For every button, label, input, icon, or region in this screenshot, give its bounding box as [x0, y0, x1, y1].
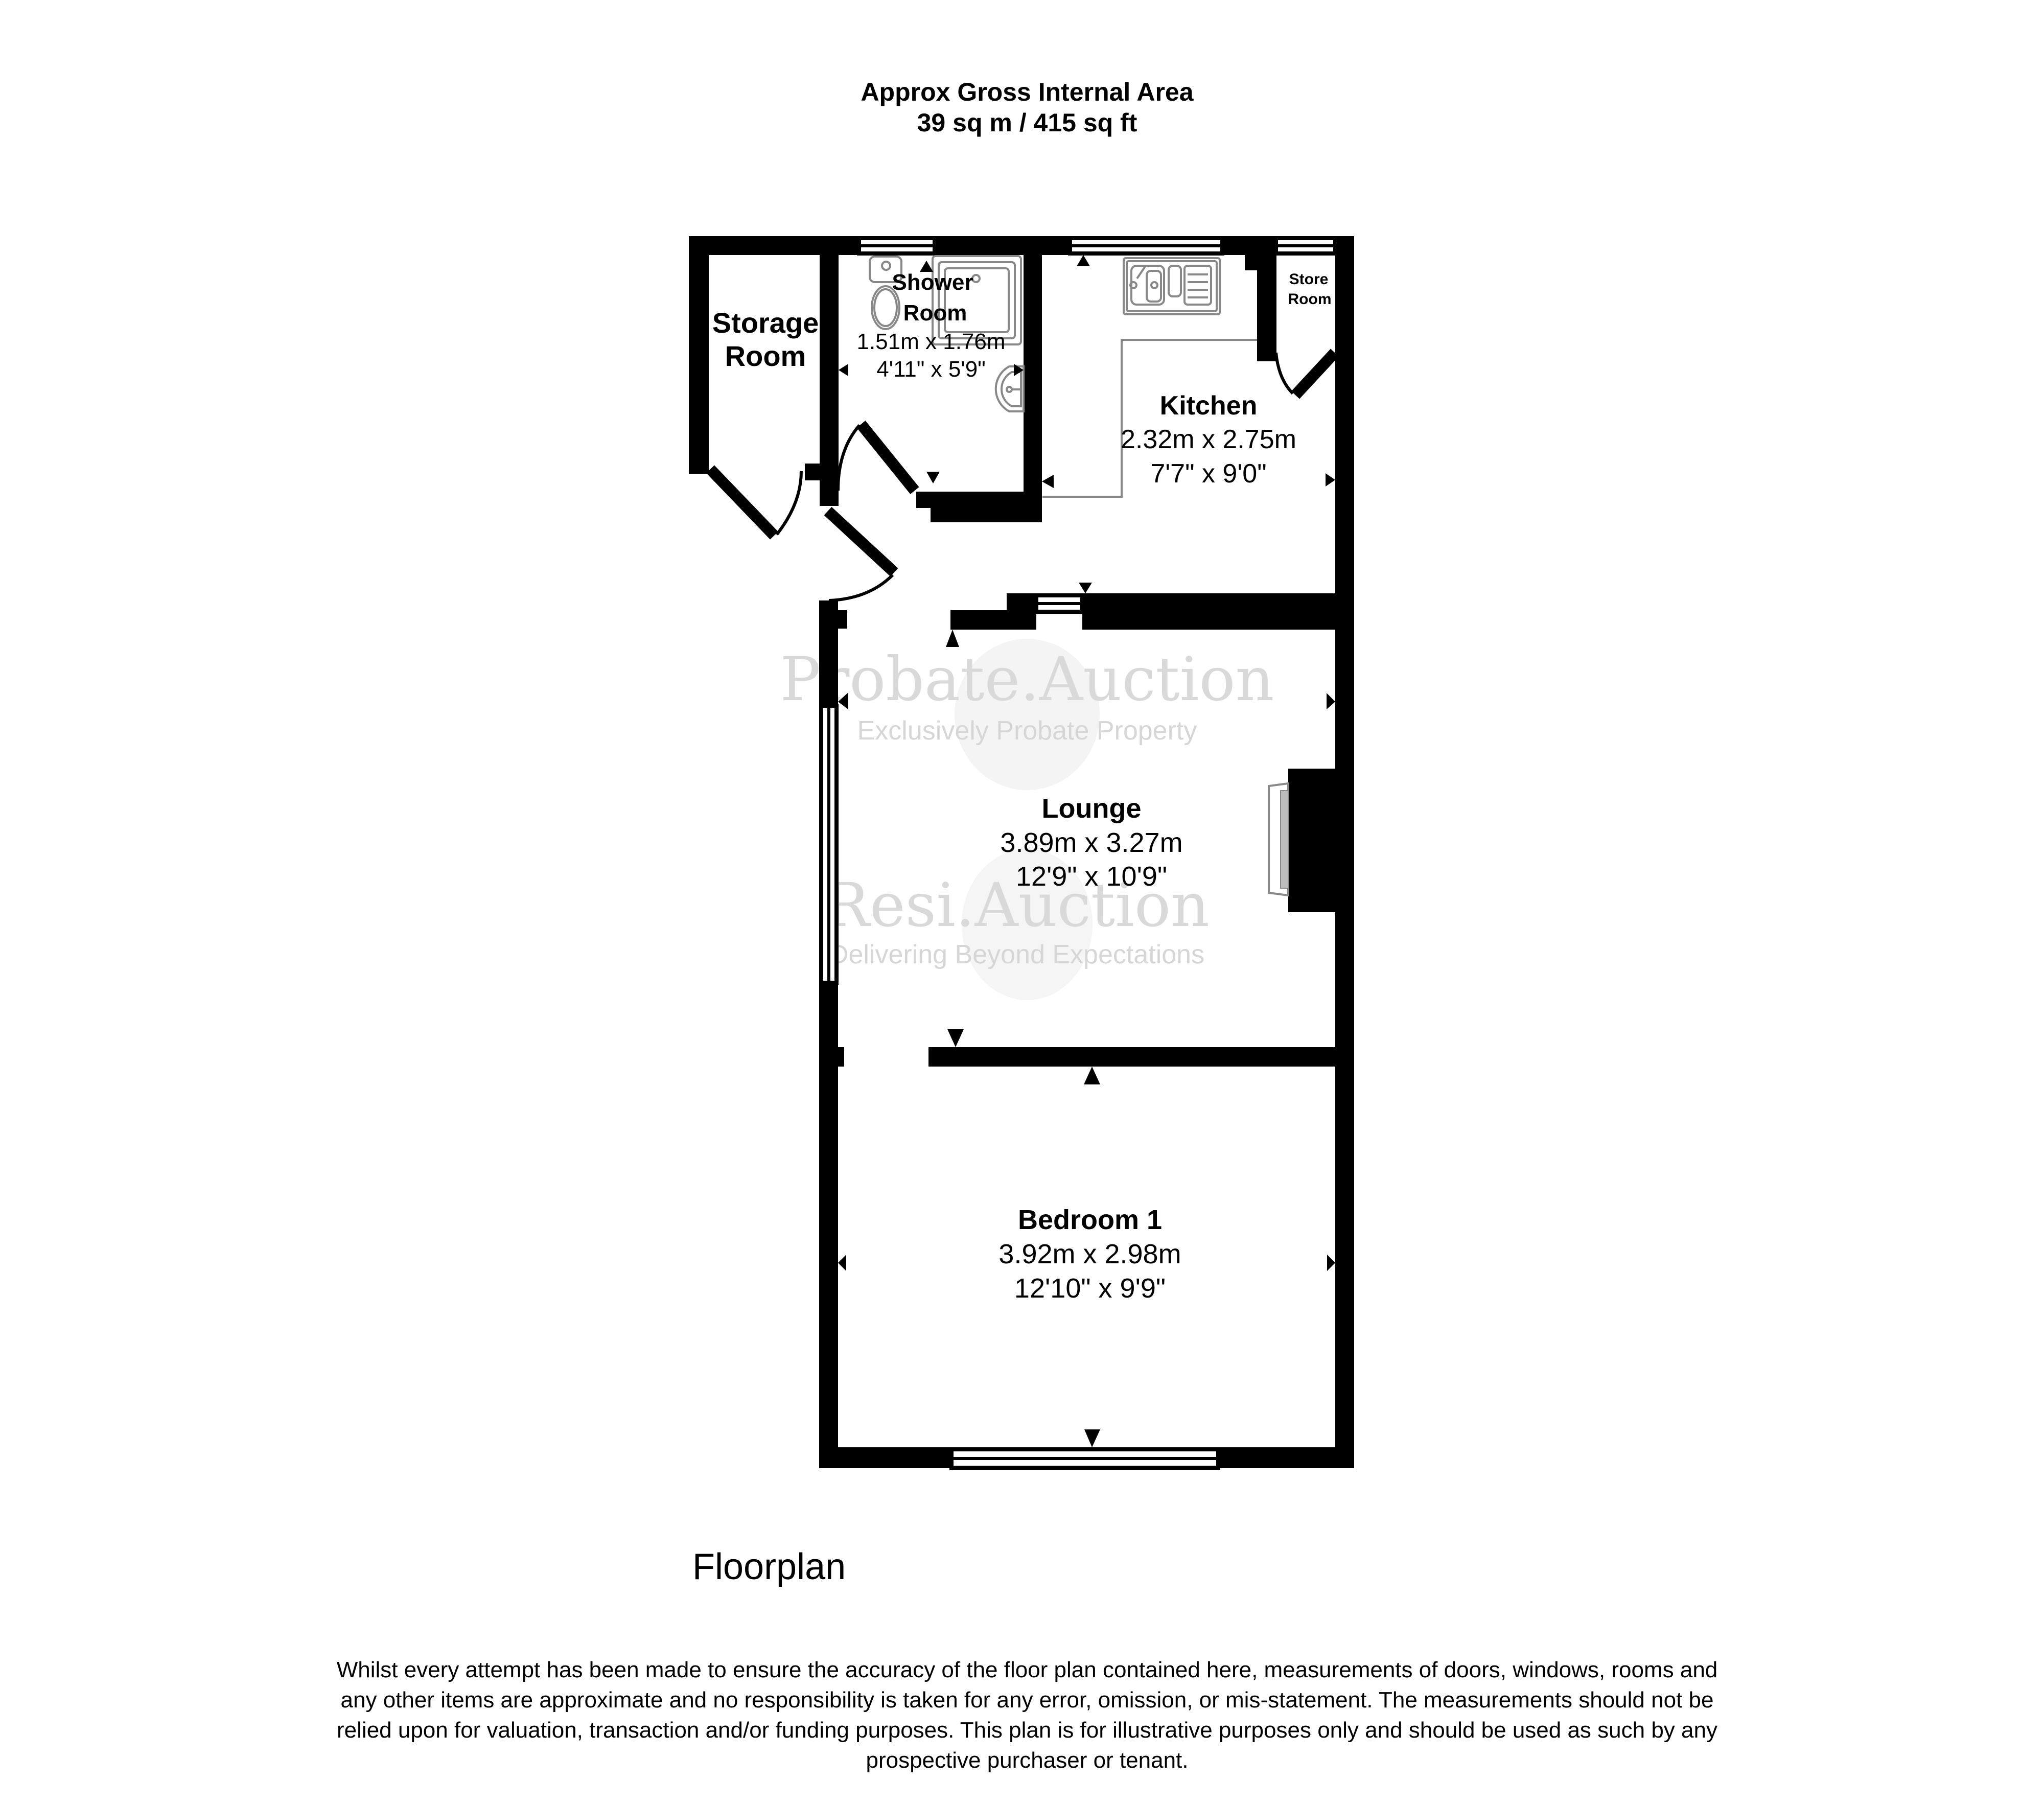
watermarks: Probate.Auction Exclusively Probate Prop…	[780, 644, 1274, 969]
wall-storage-left	[689, 236, 709, 474]
arrow-left-icon	[838, 692, 848, 709]
room-shower-imperial: 4'11" x 5'9"	[876, 357, 986, 382]
floor-label: Floorplan	[692, 1546, 846, 1587]
wall-lounge-top-step	[1007, 593, 1026, 630]
window-shower	[857, 236, 937, 256]
wall-door-jamb	[823, 460, 838, 488]
arrow-up-icon	[946, 630, 959, 647]
arrow-up-icon	[1077, 255, 1090, 266]
room-shower-name-1: Shower	[892, 270, 973, 295]
room-lounge-imperial: 12'9" x 10'9"	[1016, 861, 1167, 892]
watermark-resi-tagline: Delivering Beyond Expectations	[829, 940, 1204, 969]
kitchen-counter	[1042, 339, 1257, 498]
room-shower: Shower Room 1.51m x 1.76m 4'11" x 5'9"	[856, 270, 1005, 382]
wall-lounge-bedroom	[928, 1047, 1335, 1067]
wall-shower-right	[1024, 255, 1042, 522]
wall-bedroom-left	[819, 1050, 838, 1468]
room-shower-name-2: Room	[903, 300, 967, 326]
room-store-name-2: Room	[1288, 291, 1332, 308]
room-storage-name-2: Room	[725, 340, 806, 372]
area-title: Approx Gross Internal Area	[861, 78, 1194, 106]
arrow-down-icon	[947, 1029, 964, 1047]
disclaimer-line-4: prospective purchaser or tenant.	[866, 1748, 1188, 1773]
window-lounge-left	[819, 704, 839, 985]
wall-kitchen-corner	[1245, 255, 1258, 270]
toilet-icon	[869, 256, 902, 330]
doors	[706, 349, 1339, 602]
arrow-right-icon	[1014, 364, 1024, 376]
room-bedroom1-metric: 3.92m x 2.98m	[998, 1239, 1181, 1269]
arrow-left-icon	[839, 364, 848, 376]
wall-store-left	[1257, 255, 1276, 361]
room-lounge-name: Lounge	[1042, 793, 1142, 824]
area-value: 39 sq m / 415 sq ft	[917, 108, 1137, 137]
wall-lounge-top-mid	[1026, 593, 1036, 630]
room-bedroom1: Bedroom 1 3.92m x 2.98m 12'10" x 9'9"	[998, 1205, 1181, 1304]
window-kitchen	[1068, 236, 1224, 256]
room-bedroom1-name: Bedroom 1	[1018, 1205, 1162, 1235]
room-lounge-metric: 3.89m x 3.27m	[1000, 827, 1182, 858]
watermark-circle-resi	[962, 849, 1093, 1000]
arrow-left-icon	[1042, 475, 1054, 488]
wall-lounge-left-stub	[838, 610, 847, 629]
window-bedroom	[949, 1447, 1220, 1470]
arrow-right-icon	[1327, 1255, 1335, 1271]
kitchen-sink-icon	[1123, 257, 1221, 315]
arrow-down-icon	[1084, 1429, 1100, 1447]
arrow-down-icon	[1079, 583, 1092, 593]
shower-tray-icon	[932, 255, 1022, 345]
wall-right	[1335, 236, 1354, 1468]
wall-storage-stub	[805, 464, 823, 480]
windows	[819, 236, 1337, 1470]
wall-shower-bottom-lower	[931, 501, 1042, 522]
door-store	[1274, 349, 1339, 399]
watermark-probate-tagline: Exclusively Probate Property	[857, 716, 1197, 746]
door-storage	[706, 465, 803, 540]
disclaimer-line-2: any other items are approximate and no r…	[341, 1687, 1714, 1713]
disclaimer: Whilst every attempt has been made to en…	[337, 1657, 1718, 1773]
wall-lounge-top-left	[950, 610, 1007, 630]
room-kitchen-name: Kitchen	[1160, 391, 1258, 421]
dimension-arrows	[838, 255, 1335, 1447]
disclaimer-line-3: relied upon for valuation, transaction a…	[337, 1718, 1717, 1743]
door-shower	[837, 421, 919, 494]
room-bedroom1-imperial: 12'10" x 9'9"	[1014, 1273, 1166, 1304]
disclaimer-line-1: Whilst every attempt has been made to en…	[337, 1657, 1718, 1682]
room-kitchen-imperial: 7'7" x 9'0"	[1150, 459, 1266, 489]
arrow-down-icon	[926, 472, 940, 483]
room-shower-metric: 1.51m x 1.76m	[856, 329, 1005, 354]
room-storage: Storage Room	[712, 307, 819, 372]
room-kitchen: Kitchen 2.32m x 2.75m 7'7" x 9'0"	[1121, 391, 1296, 489]
room-lounge: Lounge 3.89m x 3.27m 12'9" x 10'9"	[1000, 793, 1182, 892]
window-lounge-top	[1034, 593, 1084, 614]
fixtures	[869, 255, 1289, 897]
room-storage-name-1: Storage	[712, 307, 819, 339]
arrow-up-icon	[1084, 1067, 1100, 1084]
arrow-up-icon	[920, 261, 933, 272]
door-entrance	[824, 506, 898, 602]
watermark-circle-probate	[955, 639, 1100, 790]
watermark-probate-title: Probate.Auction	[780, 644, 1274, 714]
arrow-left-icon	[838, 1255, 846, 1271]
chimney-breast	[1288, 769, 1335, 912]
room-kitchen-metric: 2.32m x 2.75m	[1121, 425, 1296, 454]
wash-basin-icon	[994, 365, 1025, 412]
room-store: Store Room	[1288, 271, 1332, 308]
room-store-name-1: Store	[1289, 271, 1329, 288]
window-store	[1274, 236, 1337, 256]
area-header: Approx Gross Internal Area 39 sq m / 415…	[861, 78, 1194, 137]
fireplace-icon	[1268, 782, 1289, 897]
wall-top	[689, 236, 1354, 255]
wall-lounge-bedroom-stub	[838, 1047, 844, 1067]
arrow-right-icon	[1326, 473, 1335, 487]
watermark-circles	[955, 639, 1100, 1000]
watermark-resi-title: Resi.Auction	[824, 870, 1210, 940]
wall-lounge-top-right	[1082, 593, 1335, 630]
arrow-right-icon	[1327, 693, 1335, 709]
